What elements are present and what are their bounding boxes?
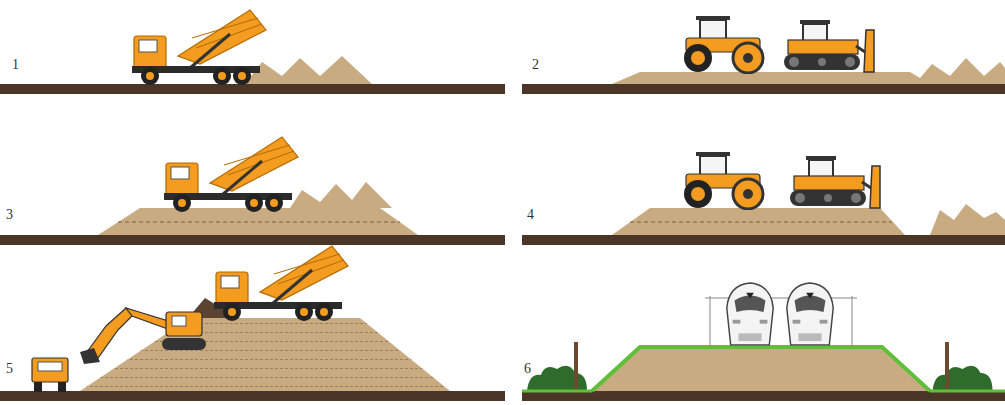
bulldozer <box>784 20 874 72</box>
dump-truck <box>132 10 266 85</box>
soil-pile <box>930 204 1005 235</box>
ground <box>0 235 505 245</box>
panel-number: 6 <box>524 362 531 376</box>
panel-number: 2 <box>532 58 539 72</box>
dumper-truck <box>32 358 68 392</box>
soil-piles <box>290 182 392 208</box>
excavator <box>80 308 206 364</box>
road-roller <box>684 16 763 73</box>
embankment <box>592 347 930 391</box>
layer-line <box>630 222 892 223</box>
ground <box>0 84 505 94</box>
post <box>945 342 949 391</box>
dump-truck <box>164 137 298 212</box>
grass-slope <box>592 347 930 391</box>
panel-number: 5 <box>6 362 13 376</box>
layer-line <box>118 222 400 223</box>
trees <box>933 366 993 391</box>
train <box>727 283 773 345</box>
panel-number: 1 <box>12 58 19 72</box>
ground <box>522 84 1005 94</box>
soil-piles <box>915 58 1005 84</box>
post <box>574 342 578 391</box>
panel-number: 3 <box>6 208 13 222</box>
soil-piles <box>245 56 372 84</box>
panel-number: 4 <box>527 208 534 222</box>
embankment <box>98 208 418 235</box>
bulldozer <box>790 156 880 208</box>
embankment <box>612 208 905 235</box>
ground <box>522 391 1005 401</box>
road-roller <box>684 152 763 209</box>
ground <box>0 391 505 401</box>
dump-truck <box>214 246 348 321</box>
train <box>787 283 833 345</box>
ground <box>522 235 1005 245</box>
embankment-layer <box>612 72 930 84</box>
embankment <box>80 318 450 391</box>
